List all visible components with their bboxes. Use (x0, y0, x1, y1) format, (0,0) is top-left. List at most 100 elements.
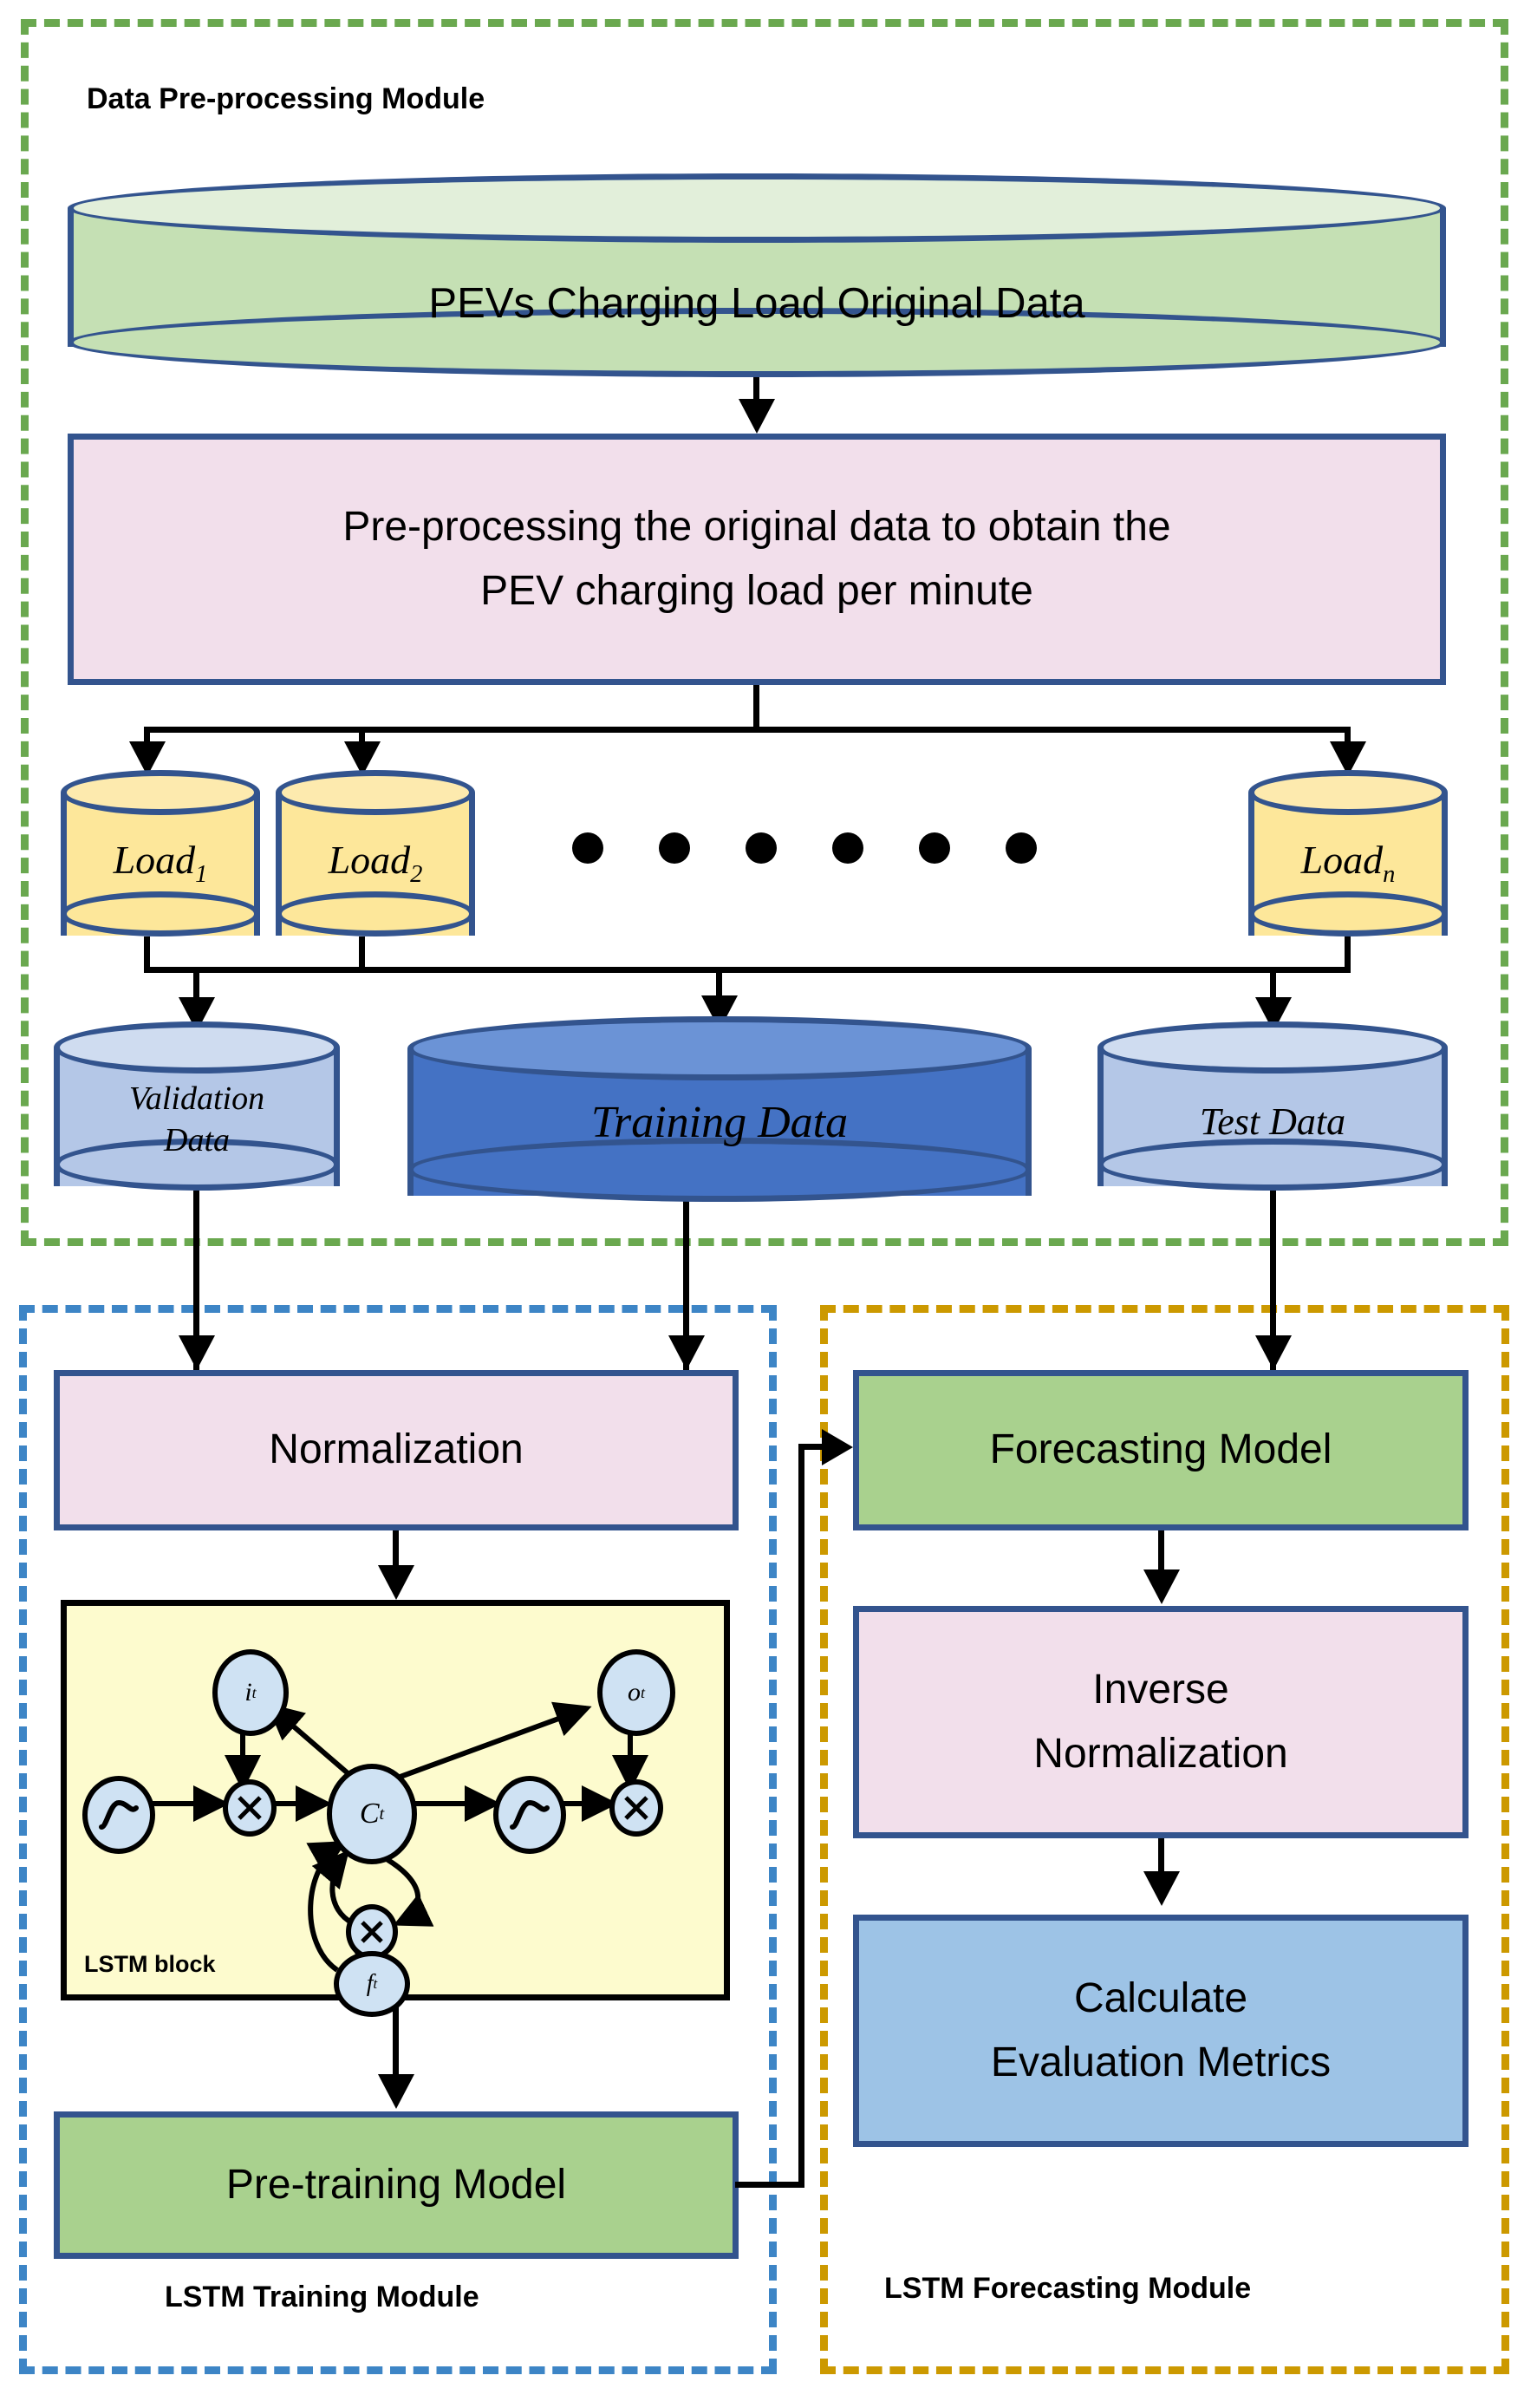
cylinder-bottom (1248, 891, 1448, 936)
module-frame-lstm-training (19, 1305, 777, 2374)
connector-line (193, 1191, 199, 1377)
connector-line (393, 1530, 399, 1578)
database-training-data[interactable]: Training Data (407, 1016, 1032, 1202)
cylinder-top (68, 173, 1446, 243)
inverse-line-1: Inverse (1092, 1666, 1229, 1713)
process-normalization-label: Normalization (269, 1426, 524, 1473)
cylinder-top (61, 770, 260, 815)
cylinder-top (1097, 1021, 1448, 1073)
connector-line (683, 1198, 689, 1379)
cylinder-top (276, 770, 475, 815)
database-test-data-label: Test Data (1199, 1100, 1346, 1143)
multiply-cross (624, 1796, 648, 1820)
preprocess-line-1: Pre-processing the original data to obta… (342, 503, 1171, 550)
connector-line (144, 727, 150, 747)
multiply-icon (609, 1779, 663, 1837)
connector-bus-horizontal (144, 967, 1351, 973)
connector-line (753, 377, 759, 405)
ellipsis-dot (659, 832, 690, 864)
cylinder-bottom (68, 308, 1446, 377)
sigmoid-curve (510, 1799, 550, 1830)
connector-line (716, 967, 722, 1002)
ellipsis-dot (572, 832, 603, 864)
database-test-data[interactable]: Test Data (1097, 1021, 1448, 1191)
process-inverse-normalization[interactable]: Inverse Normalization (853, 1606, 1469, 1838)
connector-line (735, 2182, 804, 2188)
database-load-2[interactable]: Load2 (276, 770, 475, 936)
database-load-1[interactable]: Load1 (61, 770, 260, 936)
module-title-preprocessing: Data Pre-processing Module (87, 82, 485, 115)
lstm-block-caption: LSTM block (84, 1951, 216, 1977)
sigmoid-curve (99, 1799, 139, 1830)
arrow-head-down (378, 1565, 414, 1600)
connector-line (1345, 727, 1351, 747)
process-pre-training-model[interactable]: Pre-training Model (54, 2111, 739, 2259)
database-load-n-label: Loadn (1300, 838, 1396, 888)
arrow-head-right (822, 1429, 853, 1465)
database-load-n[interactable]: Loadn (1248, 770, 1448, 936)
database-original-data[interactable]: PEVs Charging Load Original Data (68, 173, 1446, 377)
connector-line (1158, 1838, 1164, 1876)
lstm-block[interactable]: LSTM block (61, 1600, 730, 2017)
connector-line (359, 727, 365, 747)
arrow-head-down (1255, 1335, 1292, 1370)
cylinder-bottom (407, 1138, 1032, 1202)
multiply-cross (238, 1796, 262, 1820)
process-forecasting-model[interactable]: Forecasting Model (853, 1370, 1469, 1530)
sigmoid-icon (82, 1776, 155, 1854)
process-pre-training-model-label: Pre-training Model (225, 2161, 567, 2208)
connector-line (1270, 1191, 1276, 1377)
database-original-data-label: PEVs Charging Load Original Data (428, 280, 1085, 327)
cylinder-top (54, 1021, 340, 1073)
arrow-head-down (739, 399, 775, 434)
calculate-line-1: Calculate (1073, 1974, 1248, 2021)
preprocess-line-2: PEV charging load per minute (480, 568, 1033, 614)
cylinder-bottom (61, 891, 260, 936)
arrow-head-down (668, 1335, 705, 1370)
cylinder-bottom (1097, 1139, 1448, 1191)
connector-line (798, 1444, 828, 1450)
lstm-internal-connections (138, 1701, 648, 1975)
connector-line (393, 2000, 399, 2087)
connector-line (144, 936, 150, 973)
database-load-1-label: Load1 (113, 838, 208, 888)
process-normalization[interactable]: Normalization (54, 1370, 739, 1530)
arrow-head-down (1143, 1569, 1180, 1604)
connector-line (193, 967, 199, 1003)
inverse-line-2: Normalization (1033, 1731, 1288, 1777)
cylinder-bottom (54, 1139, 340, 1191)
database-load-2-label: Load2 (328, 838, 423, 888)
cylinder-top (407, 1016, 1032, 1080)
multiply-icon (223, 1779, 277, 1837)
cylinder-bottom (276, 891, 475, 936)
connector-line (1270, 967, 1276, 1003)
connector-line (753, 685, 759, 730)
ellipsis-dot (1006, 832, 1037, 864)
connector-bus-horizontal (144, 727, 1351, 733)
arrow-head-down (1143, 1871, 1180, 1906)
arrow-head-down (179, 1335, 215, 1370)
module-title-lstm-forecasting: LSTM Forecasting Module (884, 2272, 1252, 2305)
process-forecasting-model-label: Forecasting Model (989, 1426, 1332, 1473)
ellipsis-dot (919, 832, 950, 864)
ellipsis-dot (832, 832, 863, 864)
cylinder-top (1248, 770, 1448, 815)
connector-line (1345, 936, 1351, 973)
connector-line (1158, 1530, 1164, 1574)
connector-line (359, 936, 365, 973)
process-calculate-evaluation-metrics[interactable]: Calculate Evaluation Metrics (853, 1915, 1469, 2147)
sigmoid-icon (493, 1776, 566, 1854)
arrow-head-down (378, 2074, 414, 2109)
module-frame-lstm-forecasting (820, 1305, 1509, 2374)
module-frame-preprocessing (21, 19, 1508, 1246)
module-title-lstm-training: LSTM Training Module (165, 2281, 479, 2313)
process-preprocess-data[interactable]: Pre-processing the original data to obta… (68, 434, 1446, 685)
calculate-line-2: Evaluation Metrics (990, 2039, 1332, 2085)
